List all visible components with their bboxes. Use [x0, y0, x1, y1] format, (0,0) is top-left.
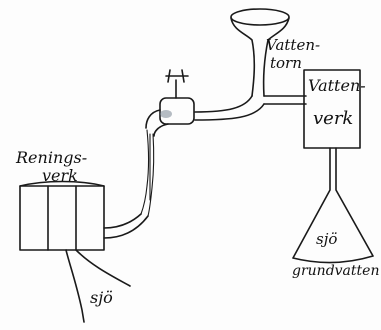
treatment-plant: [20, 182, 104, 251]
groundwater-label: grundvatten: [292, 264, 379, 278]
lake-label-left: sjö: [90, 290, 113, 306]
pipe-tower-to-tap: [195, 96, 264, 120]
waterworks-label-line2: verk: [313, 110, 353, 128]
faucet-icon: [146, 70, 194, 136]
pipe-to-treatment-plant: [104, 214, 148, 238]
waterworks-label-line1: Vatten-: [308, 78, 366, 94]
outflow-to-lake: [66, 250, 130, 322]
treatment-plant-label-line1: Renings-: [16, 150, 87, 166]
water-tower-label-line2: torn: [270, 56, 302, 71]
water-tower-label-line1: Vatten-: [266, 38, 320, 53]
lake-label-right: sjö: [316, 232, 337, 247]
water-stream: [141, 130, 154, 216]
pipe-tower-to-waterworks: [264, 96, 306, 104]
treatment-plant-label-line2: verk: [42, 168, 78, 184]
